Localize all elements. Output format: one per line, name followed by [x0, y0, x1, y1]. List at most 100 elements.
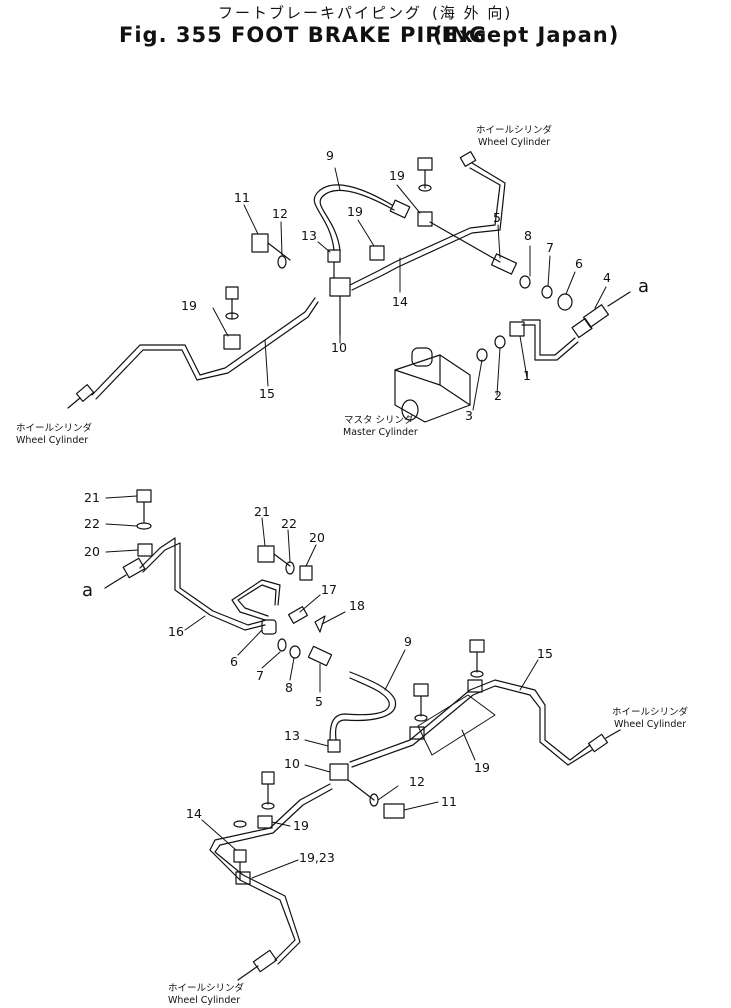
callout-6-upper: 6: [575, 256, 583, 271]
hose-9-lower: [329, 671, 397, 741]
part-7-upper: [541, 285, 553, 299]
label-wheel-cylinder-lower-right-jp: ホイールシリンダ: [612, 707, 689, 718]
bolt-lower-right-top: [469, 639, 485, 678]
master-cylinder: [394, 347, 471, 423]
callout-9-lower: 9: [404, 634, 412, 649]
fitting-13-upper: [327, 249, 341, 279]
callout-14-lower: 14: [186, 806, 202, 821]
fitting-a-lower: [122, 557, 146, 579]
bolt-21-lower-center: [257, 545, 313, 581]
callout-19-lower-left: 19: [293, 818, 309, 833]
callout-12-lower: 12: [409, 774, 425, 789]
callout-19-upper-mid: 19: [347, 204, 363, 219]
callout-15-lower: 15: [537, 646, 553, 661]
fitting-5-lower: [307, 645, 333, 667]
callout-21-lower-center: 21: [254, 504, 270, 519]
bolt-21-lower-left: [136, 489, 153, 557]
part-8-upper: [519, 275, 531, 289]
callout-19-upper-left: 19: [181, 298, 197, 313]
title-japanese: フートブレーキパイピング: [218, 4, 423, 22]
wheel-cylinder-fitting-lower-right: [587, 733, 609, 753]
clip-19-lower-mid: [409, 726, 425, 740]
callout-13-upper: 13: [301, 228, 317, 243]
label-wheel-cylinder-lower-right-en: Wheel Cylinder: [614, 719, 687, 730]
arrow-wheel-cylinder-lower-right: [605, 729, 621, 739]
callout-19-upper-top: 19: [389, 168, 405, 183]
pipe-16-lower: [139, 537, 267, 631]
pipe-loop-lower: [231, 579, 281, 621]
callout-7-upper: 7: [546, 240, 554, 255]
label-wheel-cylinder-lower-left-en: Wheel Cylinder: [168, 995, 241, 1006]
clip-19-lower-right: [467, 679, 483, 693]
callout-1-upper: 1: [523, 368, 531, 383]
part-3-upper: [476, 348, 488, 362]
callout-22-lower-left: 22: [84, 516, 100, 531]
callout-10-lower: 10: [284, 756, 300, 771]
callout-4-upper: 4: [603, 270, 611, 285]
pipe-1-upper: [521, 304, 610, 361]
callout-22-lower-center: 22: [281, 516, 297, 531]
callout-14-upper: 14: [392, 294, 408, 309]
bolt-11-lower: [347, 779, 405, 819]
callout-21-lower-left: 21: [84, 490, 100, 505]
label-wheel-cylinder-lower-left-jp: ホイールシリンダ: [168, 983, 245, 994]
pipe-14-lower: [209, 783, 333, 965]
title-english-region: (Except Japan): [433, 23, 620, 47]
callout-5-upper: 5: [493, 210, 501, 225]
clip-18-lower: [314, 615, 326, 633]
fitting-5-upper: [490, 253, 518, 275]
tee-10-lower: [329, 763, 349, 781]
callout-8-lower: 8: [285, 680, 293, 695]
callout-8-upper: 8: [524, 228, 532, 243]
part-8-lower: [289, 645, 301, 659]
callout-2-upper: 2: [494, 388, 502, 403]
label-master-cylinder-jp: マスタ シリンダ: [344, 415, 414, 426]
fitting-6-lower: [261, 619, 277, 635]
arrow-a-lower: [104, 574, 127, 589]
label-master-cylinder-en: Master Cylinder: [343, 427, 418, 438]
clip-19-upper-mid: [369, 245, 385, 261]
hose-end-fitting-upper: [389, 199, 411, 219]
title-english: Fig. 355 FOOT BRAKE PIPING: [119, 23, 488, 47]
callout-19-lower-right: 19: [474, 760, 490, 775]
clip-19-lower-left: [257, 815, 273, 829]
clip-19-upper-left: [223, 334, 241, 350]
pipe-14-upper: [349, 162, 506, 291]
callout-16-lower: 16: [168, 624, 184, 639]
bolt-lower-right-mid: [413, 683, 429, 722]
hose-9-upper: [313, 184, 395, 251]
callout-18-lower: 18: [349, 598, 365, 613]
callout-5-lower: 5: [315, 694, 323, 709]
title-japanese-region: (海 外 向): [432, 4, 513, 22]
arrow-wheel-cylinder-lower-left: [237, 965, 259, 981]
callout-13-lower: 13: [284, 728, 300, 743]
fitting-13-lower: [327, 739, 341, 753]
part-7-lower: [277, 638, 287, 652]
callout-6-lower: 6: [230, 654, 238, 669]
callout-15-upper: 15: [259, 386, 275, 401]
label-wheel-cylinder-upper-right-jp: ホイールシリンダ: [476, 125, 553, 136]
part-6-upper: [557, 293, 573, 311]
callout-20-lower-left: 20: [84, 544, 100, 559]
part-2-upper: [494, 335, 506, 349]
ref-a-upper: a: [638, 276, 650, 297]
fitting-1-end: [509, 321, 525, 337]
wheel-cylinder-fitting-upper-left: [67, 384, 95, 409]
callout-11-upper: 11: [234, 190, 250, 205]
callout-19-23-lower: 19,23: [299, 850, 335, 865]
callout-3-upper: 3: [465, 408, 473, 423]
callout-20-lower-center: 20: [309, 530, 325, 545]
pipe-15-lower: [349, 679, 593, 768]
fitting-17-lower: [287, 606, 309, 624]
callout-10-upper: 10: [331, 340, 347, 355]
bolt-upper-top: [417, 157, 433, 192]
callout-17-lower: 17: [321, 582, 337, 597]
arrow-a-upper: [607, 291, 631, 307]
callout-7-lower: 7: [256, 668, 264, 683]
callout-11-lower: 11: [441, 794, 457, 809]
callout-9-upper: 9: [326, 148, 334, 163]
pipe-to-fitting-5: [429, 221, 501, 263]
ref-a-lower: a: [82, 580, 94, 601]
label-wheel-cylinder-upper-right-en: Wheel Cylinder: [478, 137, 551, 148]
